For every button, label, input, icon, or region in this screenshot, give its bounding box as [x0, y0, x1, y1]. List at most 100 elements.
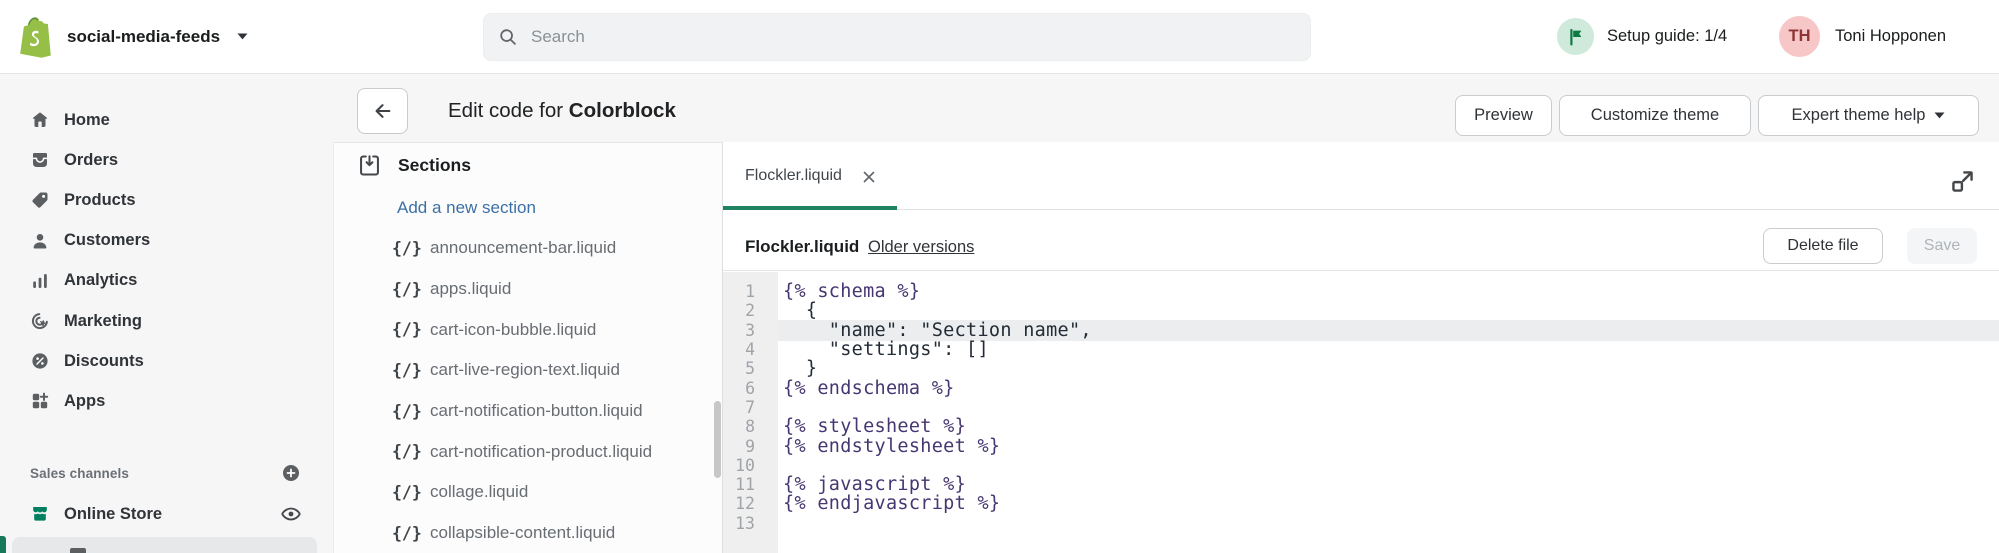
customize-theme-button[interactable]: Customize theme	[1559, 95, 1751, 136]
file-braces-icon: {/}	[392, 279, 422, 299]
sidebar-item[interactable]: Orders	[0, 140, 333, 180]
file-braces-icon: {/}	[392, 401, 422, 421]
storefront-icon	[30, 504, 50, 524]
line-number: 7	[745, 397, 755, 417]
code-editor-panel: Flockler.liquid Flockler.liquid Older ve…	[723, 142, 1999, 553]
code-line[interactable]: 2 {	[723, 300, 1999, 321]
code-text: {% schema %}	[783, 281, 921, 303]
search-box[interactable]	[483, 13, 1311, 61]
file-braces-icon: {/}	[392, 360, 422, 380]
user-menu[interactable]: TH Toni Hopponen	[1779, 0, 1946, 73]
sidebar-item-online-store[interactable]: Online Store	[0, 500, 333, 528]
sales-channels-header: Sales channels	[0, 462, 333, 484]
code-line[interactable]: 5 }	[723, 358, 1999, 380]
file-list-item[interactable]: {/} cart-notification-product.liquid	[392, 441, 653, 462]
line-number: 4	[745, 340, 755, 360]
sidebar-item-selected-partial[interactable]	[12, 537, 317, 553]
delete-file-button[interactable]: Delete file	[1763, 228, 1883, 264]
tab-flockler-liquid[interactable]: Flockler.liquid	[723, 142, 875, 210]
code-area[interactable]: 1 {% schema %} 2 { 3 "name": "Section na…	[723, 281, 1999, 533]
file-list-item[interactable]: {/} collapsible-content.liquid	[392, 523, 616, 543]
sections-header[interactable]: Sections	[356, 152, 471, 179]
customers-icon	[30, 231, 50, 251]
search-input[interactable]	[529, 26, 1296, 48]
line-number: 2	[745, 301, 755, 321]
store-switcher[interactable]: social-media-feeds	[14, 0, 248, 73]
line-number: 6	[745, 378, 755, 398]
sections-panel: Sections Add a new section {/} announcem…	[333, 142, 723, 553]
back-arrow-icon	[370, 100, 396, 122]
sidebar-nav: Home Orders Products Customers Analytics…	[0, 100, 333, 422]
close-icon[interactable]	[862, 170, 875, 183]
home-icon	[30, 110, 50, 130]
online-store-label: Online Store	[64, 504, 163, 523]
code-text: {% endjavascript %}	[783, 493, 1001, 515]
code-line[interactable]: 9 {% endstylesheet %}	[723, 435, 1999, 457]
apps-icon	[30, 391, 50, 411]
add-sales-channel-button[interactable]	[281, 463, 301, 483]
code-line[interactable]: 4 "settings": []	[723, 339, 1999, 360]
code-line[interactable]: 1 {% schema %}	[723, 281, 1999, 303]
expand-icon[interactable]	[1948, 167, 1977, 196]
line-number: 5	[745, 359, 755, 379]
sidebar-item[interactable]: Marketing	[0, 301, 333, 341]
file-list-item[interactable]: {/} collage.liquid	[392, 482, 529, 502]
sidebar-item[interactable]: Discounts	[0, 341, 333, 381]
line-number: 8	[745, 417, 755, 437]
line-number: 1	[745, 282, 755, 302]
code-text: {% stylesheet %}	[783, 416, 967, 438]
code-text: {% endschema %}	[783, 377, 955, 399]
code-line[interactable]: 10	[723, 456, 1999, 475]
store-name: social-media-feeds	[67, 26, 221, 46]
line-number-gutter	[723, 272, 778, 553]
code-line[interactable]: 13	[723, 514, 1999, 533]
preview-button[interactable]: Preview	[1455, 95, 1552, 136]
page-title: Edit code for Colorblock	[448, 99, 676, 124]
discounts-icon	[30, 351, 50, 371]
setup-guide-button[interactable]: Setup guide: 1/4	[1557, 0, 1727, 73]
code-text: "name": "Section name",	[778, 319, 1999, 341]
file-list-item[interactable]: {/} cart-notification-button.liquid	[392, 401, 643, 421]
line-number: 3	[745, 320, 755, 340]
file-list-item[interactable]: {/} cart-live-region-text.liquid	[392, 360, 620, 380]
code-line[interactable]: 8 {% stylesheet %}	[723, 416, 1999, 438]
sidebar-item[interactable]: Apps	[0, 381, 333, 421]
code-text: }	[783, 358, 818, 380]
file-list-item[interactable]: {/} cart-icon-bubble.liquid	[392, 319, 597, 340]
sidebar-item[interactable]: Analytics	[0, 261, 333, 301]
setup-guide-label: Setup guide: 1/4	[1607, 27, 1728, 45]
code-line[interactable]: 3 "name": "Section name",	[723, 319, 1999, 341]
line-number: 11	[735, 475, 755, 495]
shopify-logo-icon	[14, 15, 54, 59]
code-line[interactable]: 12 {% endjavascript %}	[723, 493, 1999, 515]
topbar: social-media-feeds Setup guide: 1/4 TH T…	[0, 0, 1999, 74]
file-list-item[interactable]: {/} announcement-bar.liquid	[392, 238, 617, 258]
view-store-eye-icon[interactable]	[280, 503, 302, 525]
sidebar-item[interactable]: Home	[0, 100, 333, 140]
sidebar-item[interactable]: Products	[0, 180, 333, 220]
analytics-icon	[30, 271, 50, 291]
sales-channels-label: Sales channels	[30, 465, 129, 481]
sections-icon	[356, 152, 383, 179]
file-braces-icon: {/}	[392, 442, 422, 462]
file-list-item[interactable]: {/} apps.liquid	[392, 279, 512, 299]
sections-scrollbar-thumb[interactable]	[714, 401, 721, 478]
code-line[interactable]: 6 {% endschema %}	[723, 377, 1999, 399]
back-button[interactable]	[357, 88, 408, 134]
file-braces-icon: {/}	[392, 238, 422, 258]
code-line[interactable]: 7	[723, 398, 1999, 417]
sidebar-item[interactable]: Customers	[0, 221, 333, 261]
orders-icon	[30, 150, 50, 170]
avatar: TH	[1779, 16, 1820, 57]
chevron-down-icon	[1934, 112, 1945, 119]
code-line[interactable]: 11 {% javascript %}	[723, 474, 1999, 495]
older-versions-link[interactable]: Older versions	[868, 238, 975, 256]
file-header: Flockler.liquid Older versions	[723, 210, 1999, 271]
user-name: Toni Hopponen	[1835, 27, 1947, 45]
line-number: 10	[735, 455, 755, 475]
add-section-link[interactable]: Add a new section	[397, 198, 536, 217]
file-braces-icon: {/}	[392, 320, 422, 340]
expert-theme-help-button[interactable]: Expert theme help	[1758, 95, 1979, 136]
code-text: {% endstylesheet %}	[783, 435, 1001, 457]
